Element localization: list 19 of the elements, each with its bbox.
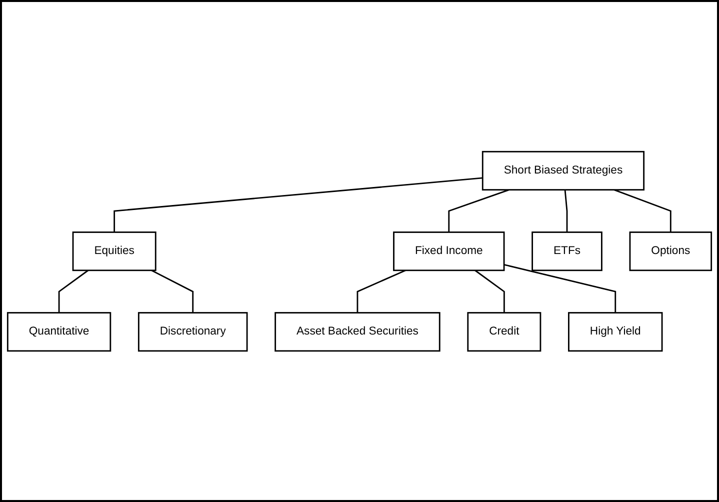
node-box: Quantitative (6, 312, 112, 352)
node-box: High Yield (568, 312, 663, 352)
connector (114, 176, 483, 232)
node-box: Fixed Income (393, 231, 505, 271)
connector (614, 188, 672, 232)
node-box: Asset Backed Securities (274, 312, 440, 352)
node-box: ETFs (532, 231, 602, 271)
connector (151, 269, 194, 312)
node-box: Discretionary (138, 312, 248, 352)
connector (58, 270, 89, 312)
connector (448, 188, 510, 232)
connector (504, 264, 616, 312)
node-box: Equities (72, 231, 156, 271)
node-box: Credit (467, 312, 542, 352)
node-box: Short Biased Strategies (482, 150, 645, 190)
node-box: Options (629, 231, 712, 271)
connector (564, 189, 568, 232)
connector (474, 270, 505, 312)
connector (356, 269, 406, 312)
